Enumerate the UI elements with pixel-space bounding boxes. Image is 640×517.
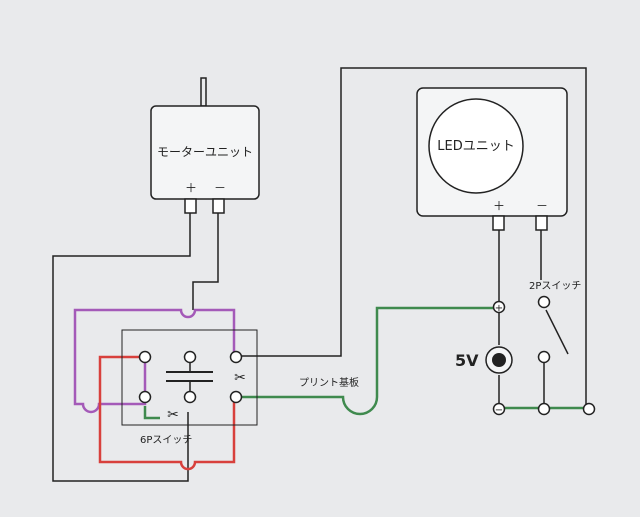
switch-2p-terminal-top — [537, 295, 551, 309]
motor-unit-box — [150, 105, 260, 200]
junction-terminal — [537, 402, 551, 416]
power-5v: + 5V − — [455, 300, 513, 416]
switch-6p-terminal — [138, 390, 152, 404]
scissors-icon: ✂ — [167, 407, 179, 423]
motor-plus-terminal — [184, 198, 197, 214]
led-plus-label: ＋ — [493, 199, 505, 213]
led-minus-label: － — [536, 199, 548, 213]
led-circle — [428, 98, 524, 194]
switch-2p-terminal-bottom — [537, 350, 551, 364]
switch-6p-terminal — [183, 350, 197, 364]
motor-shaft — [200, 77, 207, 107]
led-minus-terminal — [535, 215, 548, 231]
switch-2p: 2Pスイッチ — [529, 280, 581, 364]
switch-6p-label: 6Pスイッチ — [140, 434, 192, 446]
led-unit-label: LEDユニット — [437, 139, 514, 154]
motor-minus-label: － — [214, 181, 226, 195]
switch-2p-label: 2Pスイッチ — [529, 280, 581, 292]
green-wire — [143, 306, 588, 420]
power-minus-terminal — [492, 402, 506, 416]
switch-6p-terminal — [229, 350, 243, 364]
power-minus-mark: − — [495, 405, 503, 416]
power-source-core — [492, 353, 506, 367]
switch-6p-terminal — [138, 350, 152, 364]
switch-2p-blade — [545, 309, 569, 355]
led-plus-terminal — [492, 215, 505, 231]
led-unit: LEDユニット ＋ － — [416, 87, 568, 231]
motor-unit-label: モーターユニット — [157, 145, 253, 159]
switch-6p-terminal — [229, 390, 243, 404]
switch-6p-terminal — [183, 390, 197, 404]
motor-plus-label: ＋ — [185, 181, 197, 195]
wire-motor-minus — [192, 213, 219, 310]
power-5v-label: 5V — [455, 351, 479, 370]
motor-minus-terminal — [212, 198, 225, 214]
red-wire — [98, 355, 236, 471]
power-plus-terminal — [492, 300, 506, 314]
power-plus-mark: + — [495, 303, 503, 314]
switch-6p-body — [121, 329, 258, 426]
switch-6p: 6Pスイッチ — [121, 329, 258, 446]
pcb-label: プリント基板 — [299, 376, 359, 389]
junction-terminal — [582, 402, 596, 416]
scissors-icon: ✂ — [234, 370, 246, 386]
purple-wire — [73, 308, 236, 414]
motor-unit: モーターユニット ＋ － — [150, 77, 260, 214]
wire-6p-to-pcb-top — [241, 67, 587, 405]
